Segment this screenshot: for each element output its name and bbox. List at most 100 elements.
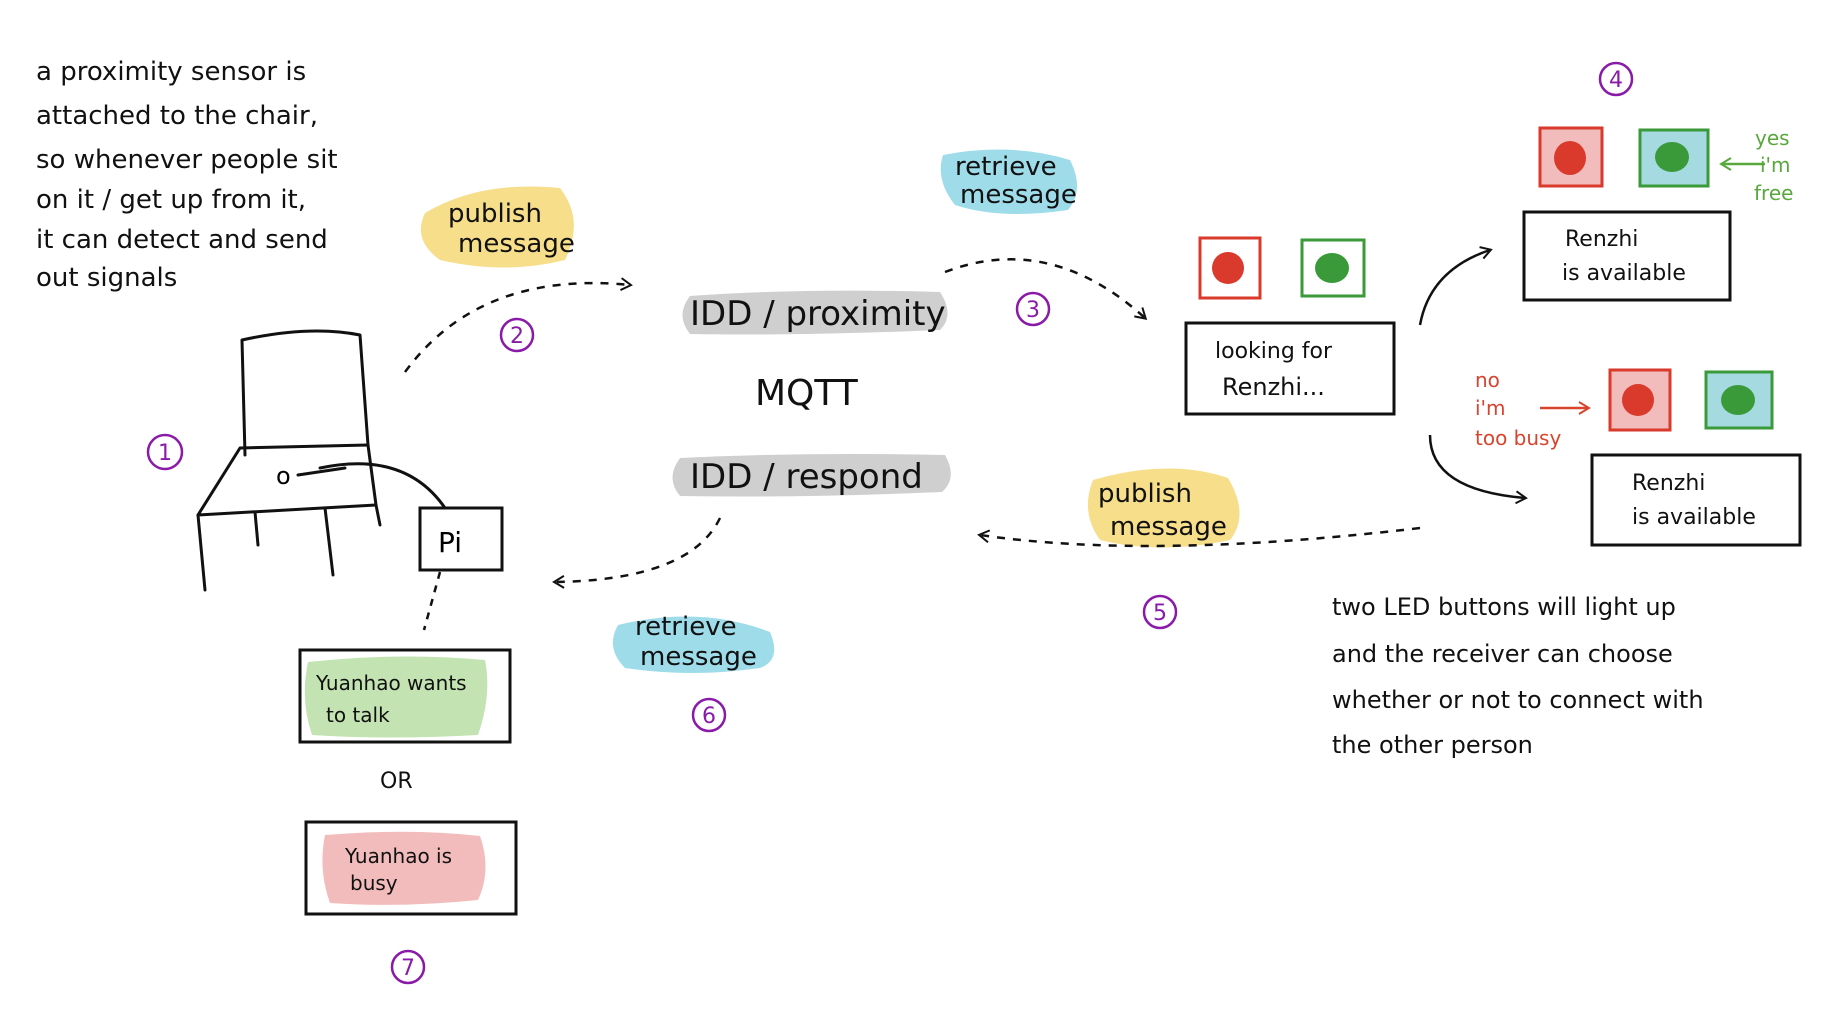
intro-text: a proximity sensor is attached to the ch… [36,57,338,293]
available-no-line1: Renzhi [1632,471,1705,496]
intro-line-2: attached to the chair, [36,101,318,131]
topic-proximity: IDD / proximity [690,294,946,334]
intro-line-1: a proximity sensor is [36,57,306,87]
topic-respond: IDD / respond [690,457,923,497]
topic-respond-highlight [672,454,951,497]
mqtt-label: MQTT [755,373,859,414]
flow-arrows [403,258,1421,589]
topic-proximity-highlight [682,290,948,335]
arrow-to-no [1428,434,1528,505]
yes-green-led [1655,142,1689,172]
step-numbers: 1 2 3 4 5 6 7 [158,68,1623,981]
looking-screen [1184,321,1396,416]
available-yes-line2: is available [1562,261,1686,286]
red-led-button [1212,252,1244,284]
intro-line-6: out signals [36,263,177,293]
busy-line1: Yuanhao is [344,844,452,868]
pi-label: Pi [438,526,462,559]
message-labels: publish message retrieve message publish… [448,152,1227,672]
retrieve-message-2-highlight [612,616,775,673]
available-no-line2: is available [1632,505,1756,530]
step-7-number: 7 [401,956,415,981]
wants-talk-line2: to talk [326,703,390,727]
step-3-number: 3 [1026,298,1040,323]
chair-leg-back-right [374,503,382,527]
retrieve-message-1-line2: message [960,180,1077,210]
no-red-led [1622,384,1654,416]
publish-message-1-line1: publish [448,199,542,229]
red-button-frame [1198,236,1262,300]
wants-talk-screen [298,648,512,744]
branch-arrows [1418,246,1528,505]
yes-line3: free [1754,181,1793,205]
chair-illustration [196,329,447,592]
no-line2: i'm [1475,396,1506,420]
available-no-screen [1590,453,1802,547]
led-line-3: whether or not to connect with [1332,686,1704,714]
pi-to-screen-dashes [422,571,442,631]
step-1-circle [146,433,184,471]
no-line3: too busy [1475,426,1561,450]
intro-line-5: it can detect and send [36,225,328,255]
step-4-circle [1598,61,1634,97]
busy-fill [322,831,486,905]
or-text: OR [380,769,413,794]
available-yes-screen [1522,210,1732,302]
step-2-number: 2 [510,324,524,349]
step-3-circle [1015,291,1051,327]
retrieve-message-2-line1: retrieve [635,612,737,642]
no-green-led [1721,385,1755,415]
busy-screen [304,820,518,916]
highlights [420,149,1240,673]
chair-leg-front-left [196,513,207,592]
retrieve-message-1-line1: retrieve [955,152,1057,182]
arrow-publish-2 [977,526,1421,548]
green-button-frame [1300,238,1366,298]
step-6-circle [691,697,727,733]
mqtt-broker: IDD / proximity MQTT IDD / respond [690,294,946,497]
no-line1: no [1475,368,1500,392]
retrieve-message-1-highlight [940,149,1078,214]
sensor-wire [296,466,347,477]
looking-line1: looking for [1215,339,1333,364]
yes-green-button-frame [1638,128,1710,188]
led-line-4: the other person [1332,731,1533,759]
step-1-number: 1 [158,441,172,466]
led-explanation: two LED buttons will light up and the re… [1332,593,1704,759]
intro-line-4: on it / get up from it, [36,185,306,215]
yes-line1: yes [1755,126,1790,150]
arrow-retrieve-1 [944,258,1148,320]
receiver-display-step3: looking for Renzhi... [1184,236,1396,416]
receiver-display-no: Renzhi is available no i'm too busy [1475,368,1802,547]
green-led-button [1315,253,1349,283]
retrieve-message-2-line2: message [640,642,757,672]
arrow-retrieve-2 [552,517,722,589]
publish-message-2-line1: publish [1098,479,1192,509]
arrow-to-yes [1418,246,1493,326]
publish-message-1-highlight [420,186,574,268]
chair-leg-back-left [253,510,260,547]
publish-message-2-highlight [1087,468,1240,548]
intro-line-3: so whenever people sit [36,145,338,175]
receiver-display-yes: Renzhi is available yes i'm free [1522,126,1793,302]
sender-screens: Yuanhao wants to talk OR Yuanhao is busy [298,648,518,916]
step-5-number: 5 [1153,601,1167,626]
pi-box [418,506,504,572]
yes-line2: i'm [1760,153,1791,177]
led-line-1: two LED buttons will light up [1332,593,1676,621]
yes-red-led [1554,141,1586,175]
busy-line2: busy [350,871,398,895]
step-2-circle [499,317,535,353]
chair-back [240,329,370,457]
step-4-number: 4 [1609,68,1623,93]
publish-message-1-line2: message [458,229,575,259]
led-line-2: and the receiver can choose [1332,640,1673,668]
wants-talk-line1: Yuanhao wants [315,671,467,695]
available-yes-line1: Renzhi [1565,227,1638,252]
publish-message-2-line2: message [1110,512,1227,542]
wants-talk-fill [304,656,488,738]
no-green-button-frame [1704,370,1774,430]
step-5-circle [1142,594,1178,630]
proximity-sensor-label: o [276,462,291,490]
